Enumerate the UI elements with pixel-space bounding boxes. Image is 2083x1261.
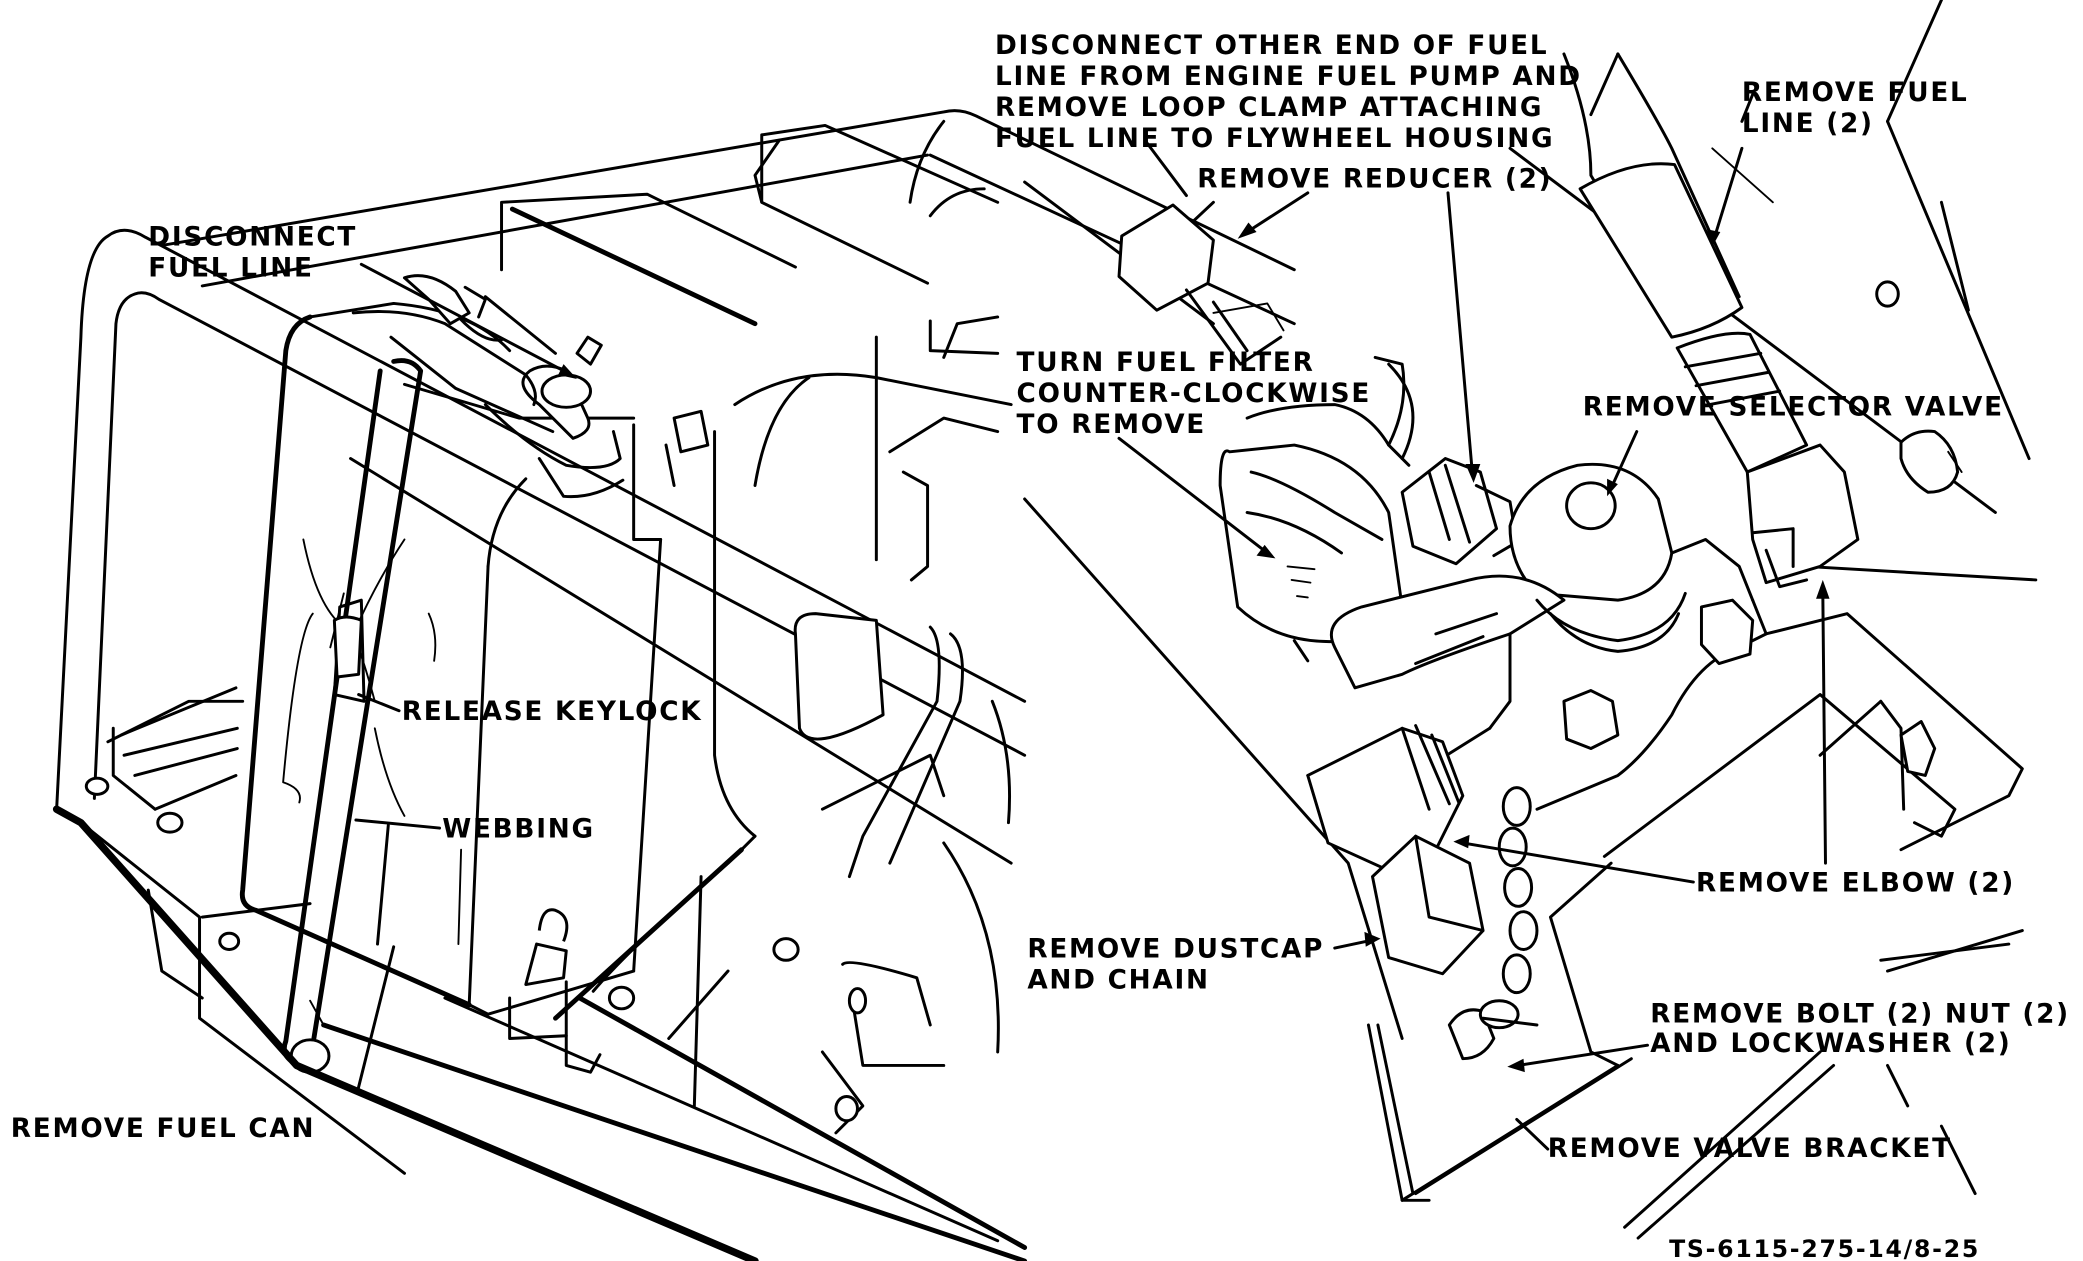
label-remove-reducer: REMOVE REDUCER (2)	[1197, 164, 1552, 194]
label-disconnect-fuel-line-1: DISCONNECT	[148, 222, 357, 252]
label-remove-valve-bracket: REMOVE VALVE BRACKET	[1548, 1134, 1952, 1164]
engine-side-components	[664, 372, 1013, 1135]
label-disconnect-other-end-2: LINE FROM ENGINE FUEL PUMP AND	[995, 62, 1582, 92]
engine-housing	[500, 119, 1000, 562]
label-turn-fuel-filter-1: TURN FUEL FILTER	[1017, 348, 1315, 378]
label-remove-selector-valve: REMOVE SELECTOR VALVE	[1583, 392, 2004, 422]
base-skid	[52, 686, 1028, 1261]
label-disconnect-other-end-1: DISCONNECT OTHER END OF FUEL	[995, 31, 1548, 61]
label-remove-fuel-can: REMOVE FUEL CAN	[11, 1114, 315, 1144]
figure-id: TS-6115-275-14/8-25	[1669, 1235, 1980, 1261]
label-release-keylock: RELEASE KEYLOCK	[402, 697, 703, 727]
label-turn-fuel-filter-2: COUNTER-CLOCKWISE	[1017, 379, 1371, 409]
label-remove-fuel-line-2: LINE (2)	[1742, 109, 1874, 139]
label-turn-fuel-filter-3: TO REMOVE	[1017, 410, 1206, 440]
label-remove-dustcap-2: AND CHAIN	[1027, 966, 1209, 996]
fuel-can	[239, 274, 663, 1074]
fuel-filter	[1218, 355, 1411, 663]
frame-rail	[55, 109, 1296, 865]
reducer-fitting	[1400, 457, 1519, 566]
label-disconnect-other-end-3: REMOVE LOOP CLAMP ATTACHING	[995, 93, 1543, 123]
label-remove-elbow: REMOVE ELBOW (2)	[1696, 868, 2015, 898]
callout-labels: DISCONNECT FUEL LINE RELEASE KEYLOCK WEB…	[11, 31, 2070, 1261]
callout-leaders	[354, 52, 1830, 1151]
webbing-strap	[281, 358, 424, 1074]
label-webbing: WEBBING	[442, 815, 595, 845]
engine-panel-edges	[1023, 0, 2038, 1040]
label-remove-fuel-line-1: REMOVE FUEL	[1742, 78, 1969, 108]
label-remove-bolt-2: AND LOCKWASHER (2)	[1650, 1029, 2011, 1059]
label-disconnect-fuel-line-2: FUEL LINE	[148, 253, 313, 283]
selector-valve	[1329, 462, 1755, 730]
elbow-fitting-right	[1745, 429, 1963, 589]
bracket-lower-lines	[1623, 929, 2024, 1240]
outlet-fitting-dustcap	[1306, 724, 1539, 1061]
label-remove-bolt-1: REMOVE BOLT (2) NUT (2)	[1650, 999, 2070, 1029]
left-view-fuel-can-assembly	[52, 109, 1296, 1261]
fuel-line-hose	[1117, 52, 1809, 474]
label-remove-dustcap-1: REMOVE DUSTCAP	[1027, 935, 1324, 965]
label-disconnect-other-end-4: FUEL LINE TO FLYWHEEL HOUSING	[995, 124, 1554, 154]
